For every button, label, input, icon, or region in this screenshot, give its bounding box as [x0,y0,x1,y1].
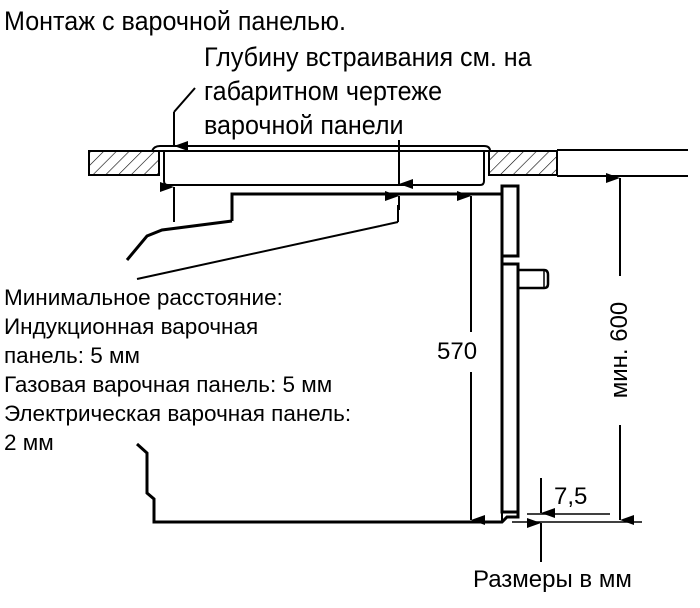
min-distance-electric-2: 2 мм [4,430,54,455]
min-distance-heading: Минимальное расстояние: [4,285,283,310]
dim-570-label: 570 [437,338,478,365]
oven-rear-top [125,219,233,261]
oven-bottom [135,442,520,524]
oven-front-upper [500,184,520,258]
hob-body [163,151,485,186]
hob-top-lip [151,145,491,152]
oven-door [500,256,520,514]
break-line [136,225,381,280]
min-distance-induction-2: панель: 5 мм [4,343,140,368]
min-distance-induction-1: Индукционная варочная [4,314,259,339]
dim-75-label: 7,5 [554,483,588,510]
depth-note-line-3: варочной панели [204,110,404,140]
depth-note-line-2: габаритном чертеже [204,76,443,106]
countertop-left [88,150,160,176]
door-handle [518,268,550,290]
diagram-title: Монтаж с варочной панелью. [4,6,346,36]
units-note: Размеры в мм [473,566,632,593]
break-line-ext [379,221,399,227]
min-distance-electric-1: Электрическая варочная панель: [4,401,352,426]
min-distance-gas: Газовая варочная панель: 5 мм [4,372,333,397]
note-leader [173,87,196,113]
depth-note-line-1: Глубину встраивания см. на [204,42,532,72]
oven-top [230,192,502,221]
dim-600-label: мин. 600 [606,301,633,399]
countertop-right [488,150,558,176]
